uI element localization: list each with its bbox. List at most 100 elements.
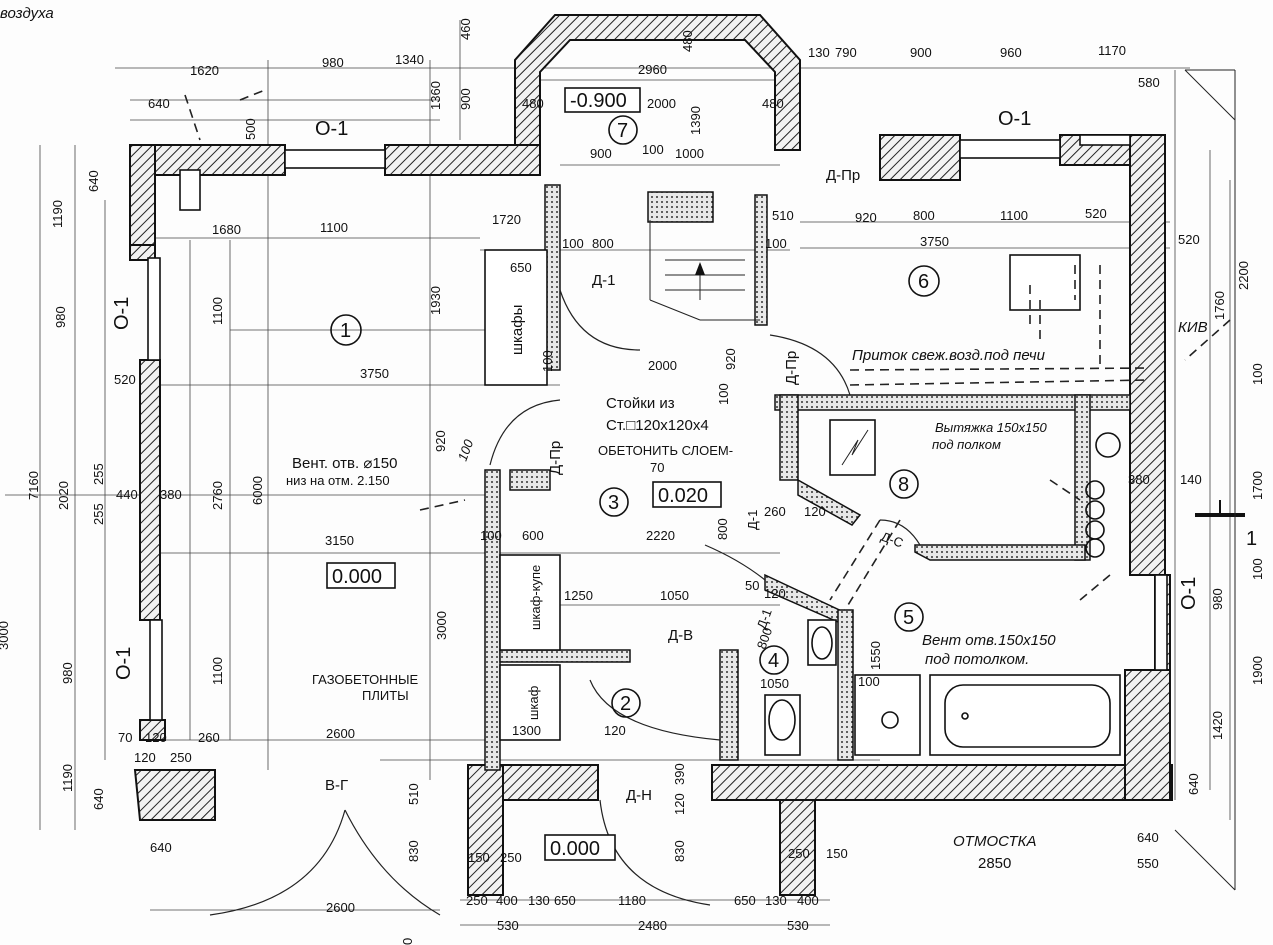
window-mark-left-lower: О-1 (113, 647, 135, 680)
dimension-value: 100 (1250, 363, 1265, 385)
dimension-value: 100 (562, 236, 584, 251)
dimension-value: 100 (480, 528, 502, 543)
dimension-value: 520 (114, 372, 136, 387)
note-stoiki: Стойки из (606, 395, 675, 412)
dimension-value: 100 (540, 350, 555, 372)
dimension-value: 800 (754, 626, 776, 652)
dimension-value: 1100 (210, 657, 225, 685)
dimension-value: 800 (913, 208, 935, 223)
dimension-value: 640 (1186, 773, 1201, 795)
dimension-value: 120 (145, 730, 167, 745)
dimension-value: 900 (458, 88, 473, 110)
dimension-value: 250 (170, 750, 192, 765)
dimension-value: 900 (910, 45, 932, 60)
window-mark-left-upper: О-1 (111, 297, 133, 330)
dimension-value: 1170 (1098, 43, 1126, 58)
dimension-value: 1340 (395, 52, 424, 67)
dimension-value: 1100 (1000, 208, 1028, 223)
dimension-value: 480 (762, 96, 784, 111)
door-swings (209, 289, 921, 916)
dimension-value: 100 (765, 236, 787, 251)
furniture-label: шкаф (526, 685, 541, 720)
note-kiv: КИВ (1178, 319, 1208, 336)
dimension-value: 480 (680, 30, 695, 52)
elevation-room3: 0.020 (658, 485, 708, 507)
dimension-value: 1050 (660, 588, 689, 603)
dimension-value: 130 (765, 893, 787, 908)
dimension-value: 1900 (1250, 656, 1265, 685)
dimension-value: 2000 (648, 358, 677, 373)
dimension-value: 500 (243, 118, 258, 140)
room-number: 8 (898, 474, 909, 496)
elevation-entrance: 0.000 (550, 838, 600, 860)
dimension-value: 150 (468, 850, 490, 865)
note-vent: Вент. отв. ⌀150 (292, 455, 397, 472)
door-mark: Д-1 (745, 510, 760, 530)
note-obetonit-value: 70 (650, 460, 664, 475)
dimension-values: 1620 980 1340 460 480 130 790 900 960 11… (0, 18, 1265, 945)
dimension-value: 7160 (26, 471, 41, 500)
dimension-value: 2760 (210, 481, 225, 510)
section-mark-number: 1 (1246, 528, 1257, 550)
note-gazobeton: ПЛИТЫ (362, 688, 409, 703)
dimension-value: 1620 (190, 63, 219, 78)
window-mark-right: О-1 (1178, 577, 1200, 610)
dimension-value: 1390 (688, 106, 703, 135)
dimension-value: 130 (808, 45, 830, 60)
note-stoiki: Ст.□120х120х4 (606, 417, 709, 434)
note-otmostka-value: 2850 (978, 855, 1011, 872)
dimension-value: 640 (148, 96, 170, 111)
dimension-value: 3150 (325, 533, 354, 548)
dimension-value: 510 (772, 208, 794, 223)
dimension-value: 1180 (618, 893, 646, 908)
dimension-value: 1930 (428, 286, 443, 315)
dimension-value: 920 (855, 210, 877, 225)
dimension-value: 1100 (210, 297, 225, 325)
dimension-value: 1420 (1210, 711, 1225, 740)
dimension-value: 260 (764, 504, 786, 519)
dimension-value: 100 (455, 437, 477, 463)
dimension-value: 120 (604, 723, 626, 738)
windows (147, 134, 1168, 721)
dimension-value: 640 (150, 840, 172, 855)
dimension-value: 120 (804, 504, 826, 519)
dimension-value: 460 (458, 18, 473, 40)
dimension-value: 1100 (320, 220, 348, 235)
dimension-value: 530 (497, 918, 519, 933)
dimension-value: 1190 (50, 200, 65, 228)
dimension-value: 480 (522, 96, 544, 111)
note-otmostka: ОТМОСТКА (953, 833, 1037, 850)
dimension-value: 600 (522, 528, 544, 543)
elevation-boxes (326, 87, 722, 861)
dimension-value: 2480 (638, 918, 667, 933)
dimension-value: 830 (406, 840, 421, 862)
dimension-value: 70 (118, 730, 132, 745)
dimension-value: 1760 (1212, 291, 1227, 320)
dimension-value: 800 (715, 518, 730, 540)
dimension-value: 900 (590, 146, 612, 161)
room-number: 3 (608, 492, 619, 514)
dimension-value: 640 (86, 170, 101, 192)
blind-area-outline (1174, 69, 1236, 891)
dimension-value: 400 (797, 893, 819, 908)
dimension-value: 520 (1178, 232, 1200, 247)
dimension-value: 3750 (360, 366, 389, 381)
dimension-value: 390 (672, 763, 687, 785)
window-mark-top-left: О-1 (315, 118, 348, 140)
dimension-value: 980 (53, 306, 68, 328)
dimension-value: 150 (826, 846, 848, 861)
note-vytyazhka: под полком (932, 437, 1001, 452)
note-vent: низ на отм. 2.150 (286, 473, 390, 488)
dimension-value: 250 (466, 893, 488, 908)
note-vent5: под потолком. (925, 651, 1029, 668)
note-obetonit: ОБЕТОНИТЬ СЛОЕМ- (598, 443, 733, 458)
dimension-value: 2000 (647, 96, 676, 111)
dimension-value: 120 (134, 750, 156, 765)
dimension-value: 1360 (428, 81, 443, 110)
door-mark: Д-Пр (547, 441, 564, 475)
door-mark: Д-Н (626, 787, 652, 804)
door-mark: Д-1 (592, 272, 616, 289)
door-mark: Д-С (879, 529, 905, 551)
dimension-value: 650 (510, 260, 532, 275)
room-number: 5 (903, 607, 914, 629)
